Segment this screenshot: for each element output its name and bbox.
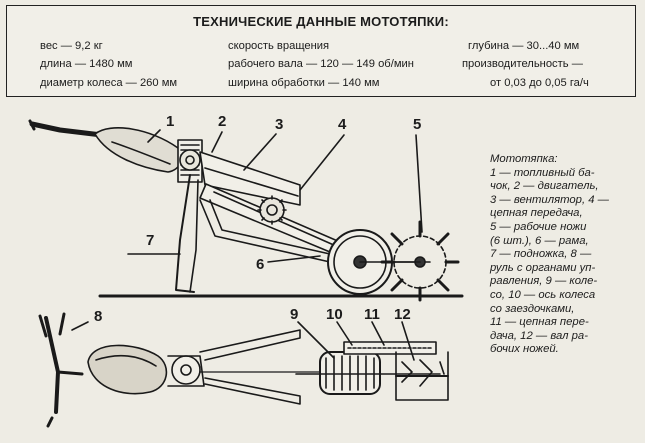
part-label-1: 1 [166,113,175,130]
caption-line: 5 — рабочие ножи [490,220,587,233]
caption-line: со, 10 — ось колеса [490,288,596,301]
part-label-4: 4 [338,116,347,133]
caption-line: бочих ножей. [490,343,559,356]
spec-working-width: ширина обработки — 140 мм [228,77,380,89]
caption-line: 11 — цепная пере- [490,316,589,329]
part-label-3: 3 [275,116,284,133]
fuel-tank-top [87,344,168,395]
caption-line: со заездочками, [490,302,575,315]
part-label-9: 9 [290,306,299,323]
part-label-6: 6 [256,256,265,273]
engine-top [171,355,201,385]
caption-line: (6 шт.), 6 — рама, [490,234,589,247]
spec-productivity-label: производительность — [462,58,583,70]
handlebar-top [44,316,60,414]
figure-caption: Мототяпка: 1 — топливный ба- чок, 2 — дв… [490,153,638,357]
caption-line: дача, 12 — вал ра- [490,329,588,342]
part-label-7: 7 [146,232,155,249]
spec-rotation-speed-label: скорость вращения [228,40,330,52]
part-label-12: 12 [394,306,411,323]
spec-depth: глубина — 30...40 мм [468,40,580,52]
caption-line: 3 — вентилятор, 4 — [490,193,609,206]
part-label-5: 5 [413,116,422,133]
specs-box: ТЕХНИЧЕСКИЕ ДАННЫЕ МОТОТЯПКИ: [6,5,636,97]
caption-line: цепная передача, [490,207,583,220]
frame-top-upper [199,329,301,361]
spec-shaft-speed: рабочего вала — 120 — 149 об/мин [228,58,414,70]
spec-productivity-value: от 0,03 до 0,05 га/ч [490,77,589,89]
specs-title: ТЕХНИЧЕСКИЕ ДАННЫЕ МОТОТЯПКИ: [193,14,449,29]
foot-stand [175,174,195,293]
part-label-11: 11 [364,306,380,323]
part-label-8: 8 [94,308,103,325]
spec-wheel-diameter: диаметр колеса — 260 мм [40,77,178,89]
spec-length: длина — 1480 мм [40,58,133,70]
fan-housing [199,151,301,206]
caption-line: 1 — топливный ба- [490,166,595,179]
caption-line: руль с органами уп- [490,261,596,274]
caption-line: чок, 2 — двигатель, [490,180,599,193]
part-label-10: 10 [326,306,343,323]
caption-line: равления, 9 — коле- [490,275,598,288]
spec-weight: вес — 9,2 кг [40,40,103,52]
caption-line: Мототяпка: [490,153,558,165]
caption-line: 7 — подножка, 8 — [490,248,592,261]
fuel-tank-side [94,127,183,173]
part-label-2: 2 [218,113,227,130]
